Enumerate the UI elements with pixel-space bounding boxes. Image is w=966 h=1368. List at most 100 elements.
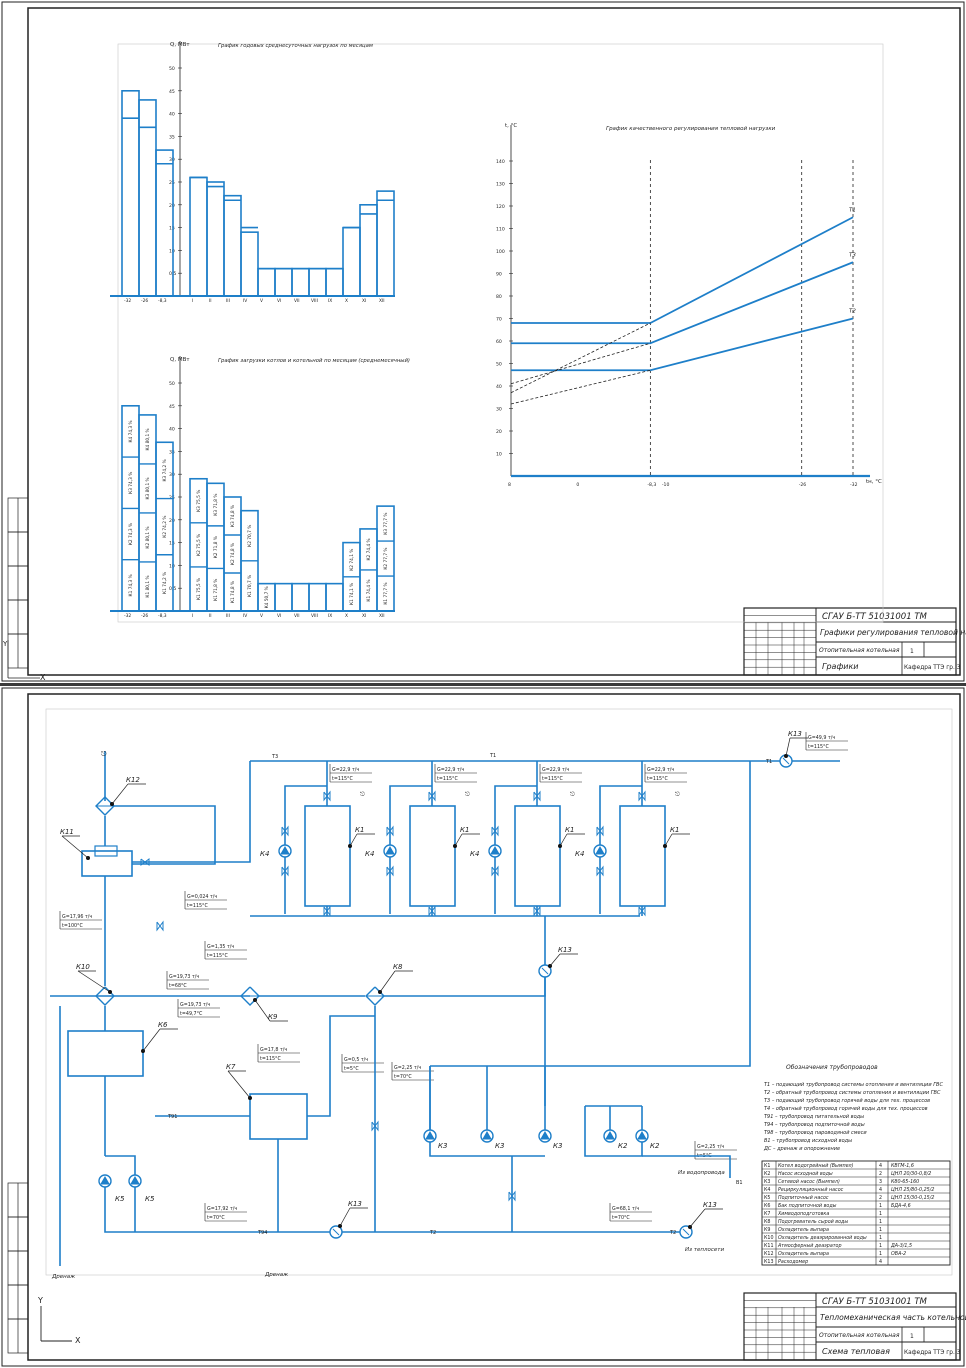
monthly-load-chart-ytick-label: 35 bbox=[169, 134, 175, 140]
pump-triangle-icon bbox=[490, 845, 500, 855]
spec-name: Расходомер bbox=[778, 1259, 808, 1265]
spec-qty: 4 bbox=[879, 1187, 882, 1193]
hx-k10-temp: t=68°С bbox=[169, 983, 187, 989]
legend-item: Т1 – подающий трубопровод системы отопле… bbox=[764, 1082, 943, 1088]
boiler-segment-label: К4 80,1 % bbox=[145, 428, 151, 450]
boiler-valve-icon bbox=[323, 790, 331, 802]
monthly-load-chart-ytick-label: 30 bbox=[169, 157, 175, 163]
spec-qty: 1 bbox=[879, 1235, 882, 1241]
legend-item: ДС – дренаж и опорожнение bbox=[763, 1146, 840, 1152]
boiler-segment-label: К1 74,4 % bbox=[366, 579, 372, 601]
temp-graph-ytick-label: 80 bbox=[496, 294, 502, 300]
boiler-segment-label: К3 77,7 % bbox=[383, 513, 389, 535]
boiler-load-chart-category: IV bbox=[243, 613, 247, 619]
boiler-valve-icon bbox=[428, 905, 436, 917]
monthly-load-chart-category: X bbox=[345, 298, 348, 304]
format-a3-border bbox=[117, 43, 884, 623]
air-vent-icon: ⎋ bbox=[360, 791, 365, 798]
air-vent-icon: ⎋ bbox=[465, 791, 470, 798]
monthly-load-bar bbox=[359, 204, 378, 297]
raw-pump-discharge bbox=[584, 1106, 643, 1157]
makeup-pump-header bbox=[105, 1155, 136, 1175]
temp-extrapolation bbox=[510, 322, 651, 394]
temp-graph-ytick-label: 70 bbox=[496, 317, 502, 323]
outlet-temp: t=115°С bbox=[808, 744, 829, 750]
boiler-tag: К1 bbox=[565, 826, 574, 834]
monthly-load-chart-ylabel: Q, МВт bbox=[170, 42, 190, 48]
boiler-segment-label: К1 74,3 % bbox=[128, 574, 134, 596]
spec-code: К8 bbox=[764, 1219, 770, 1225]
monthly-load-chart-category: I bbox=[192, 298, 193, 304]
temp-graph-xtick-label: -8,3 bbox=[647, 482, 656, 488]
spec-name: Атмосферный деаэратор bbox=[777, 1243, 842, 1249]
spec-name: Охладитель выпара bbox=[778, 1227, 829, 1233]
boiler-segment-label: К2 74,8 % bbox=[230, 543, 236, 565]
leader-line bbox=[339, 1207, 351, 1227]
spec-name: Охладитель выпара bbox=[778, 1251, 829, 1257]
pipe-label: Т91 bbox=[167, 1114, 177, 1120]
legend-item: Т94 – трубопровод подпиточной воды bbox=[764, 1122, 865, 1128]
raw-temp: t=5°С bbox=[344, 1066, 359, 1072]
leader-line bbox=[379, 970, 396, 993]
pump-triangle-icon bbox=[637, 1130, 647, 1140]
boiler-flow-flow: G=22,9 т/ч bbox=[437, 767, 464, 773]
makeup-tank-tag: К6 bbox=[158, 1021, 168, 1029]
boiler-load-bar bbox=[291, 582, 310, 612]
drawing-title: Графики регулирования тепловой нагрузки bbox=[820, 628, 966, 637]
monthly-load-bar bbox=[189, 176, 208, 297]
monthly-load-chart-category: II bbox=[209, 298, 212, 304]
makeup-line-t94 bbox=[104, 1187, 330, 1233]
spec-name: Насос исходной воды bbox=[778, 1171, 833, 1177]
legend-item: Т98 – трубопровод пароводяной смеси bbox=[764, 1130, 867, 1136]
temp-graph-xtick-label: -32 bbox=[850, 482, 858, 488]
boiler-load-bar bbox=[274, 582, 293, 612]
spec-code: К12 bbox=[764, 1251, 774, 1257]
monthly-load-chart-category: V bbox=[260, 298, 263, 304]
boiler-segment-label: К2 74,1 % bbox=[349, 549, 355, 571]
boiler-segment-label: К3 74,8 % bbox=[230, 505, 236, 527]
recirc-pump-tag: К4 bbox=[575, 850, 584, 858]
monthly-load-chart-category: XI bbox=[362, 298, 366, 304]
makeup-tank-k6 bbox=[67, 1030, 144, 1077]
boiler-load-chart-title: График загрузки котлов и котельной по ме… bbox=[218, 358, 410, 364]
boiler-valve-icon bbox=[323, 905, 331, 917]
spec-model: ДА-3/1,5 bbox=[890, 1243, 912, 1249]
monthly-load-bar bbox=[274, 267, 293, 297]
monthly-load-chart-ytick-label: 20 bbox=[169, 203, 175, 209]
leader-line bbox=[111, 783, 129, 805]
leader-line bbox=[785, 737, 791, 757]
spec-code: К11 bbox=[764, 1243, 774, 1249]
boiler-segment-label: К1 74,2 % bbox=[162, 572, 168, 594]
sheet-name: Графики bbox=[822, 662, 859, 671]
spec-model: К80-65-160 bbox=[891, 1179, 919, 1185]
boiler-valve-icon bbox=[533, 790, 541, 802]
legend-item: Т2 – обратный трубопровод системы отопле… bbox=[764, 1090, 941, 1096]
legend-item: В1 – трубопровод исходной воды bbox=[764, 1138, 852, 1144]
format-a3-border bbox=[45, 708, 953, 1276]
pipe-label: Т94 bbox=[257, 1230, 267, 1236]
leader-line bbox=[142, 1028, 161, 1052]
deaerator-cooler-tag: К12 bbox=[126, 776, 140, 784]
temp-extrapolation bbox=[510, 342, 651, 385]
boiler-flow-temp: t=115°С bbox=[332, 776, 353, 782]
monthly-load-chart-ytick-label: 15 bbox=[169, 226, 175, 232]
spec-qty: 1 bbox=[879, 1211, 882, 1217]
legend-title: Обозначения трубопроводов bbox=[786, 1064, 878, 1071]
from-water-label: Из водопровода bbox=[678, 1170, 725, 1176]
monthly-load-bar bbox=[138, 99, 157, 297]
air-vent-icon: ⎋ bbox=[570, 791, 575, 798]
pipe-label: Т2 bbox=[429, 1230, 436, 1236]
spec-model: ЦНЛ 15/30-0,15/2 bbox=[891, 1195, 934, 1201]
boiler-segment-label: К3 80,1 % bbox=[145, 477, 151, 499]
temp-graph-ytick-label: 40 bbox=[496, 384, 502, 390]
spec-code: К6 bbox=[764, 1203, 770, 1209]
spec-code: К1 bbox=[764, 1163, 770, 1169]
raw-flow: G=0,5 т/ч bbox=[344, 1057, 368, 1063]
network-pump-tag: К3 bbox=[495, 1142, 504, 1150]
boiler-k1 bbox=[304, 805, 351, 907]
pump-triangle-icon bbox=[280, 845, 290, 855]
network-flowmeter-tag: К13 bbox=[558, 946, 572, 954]
